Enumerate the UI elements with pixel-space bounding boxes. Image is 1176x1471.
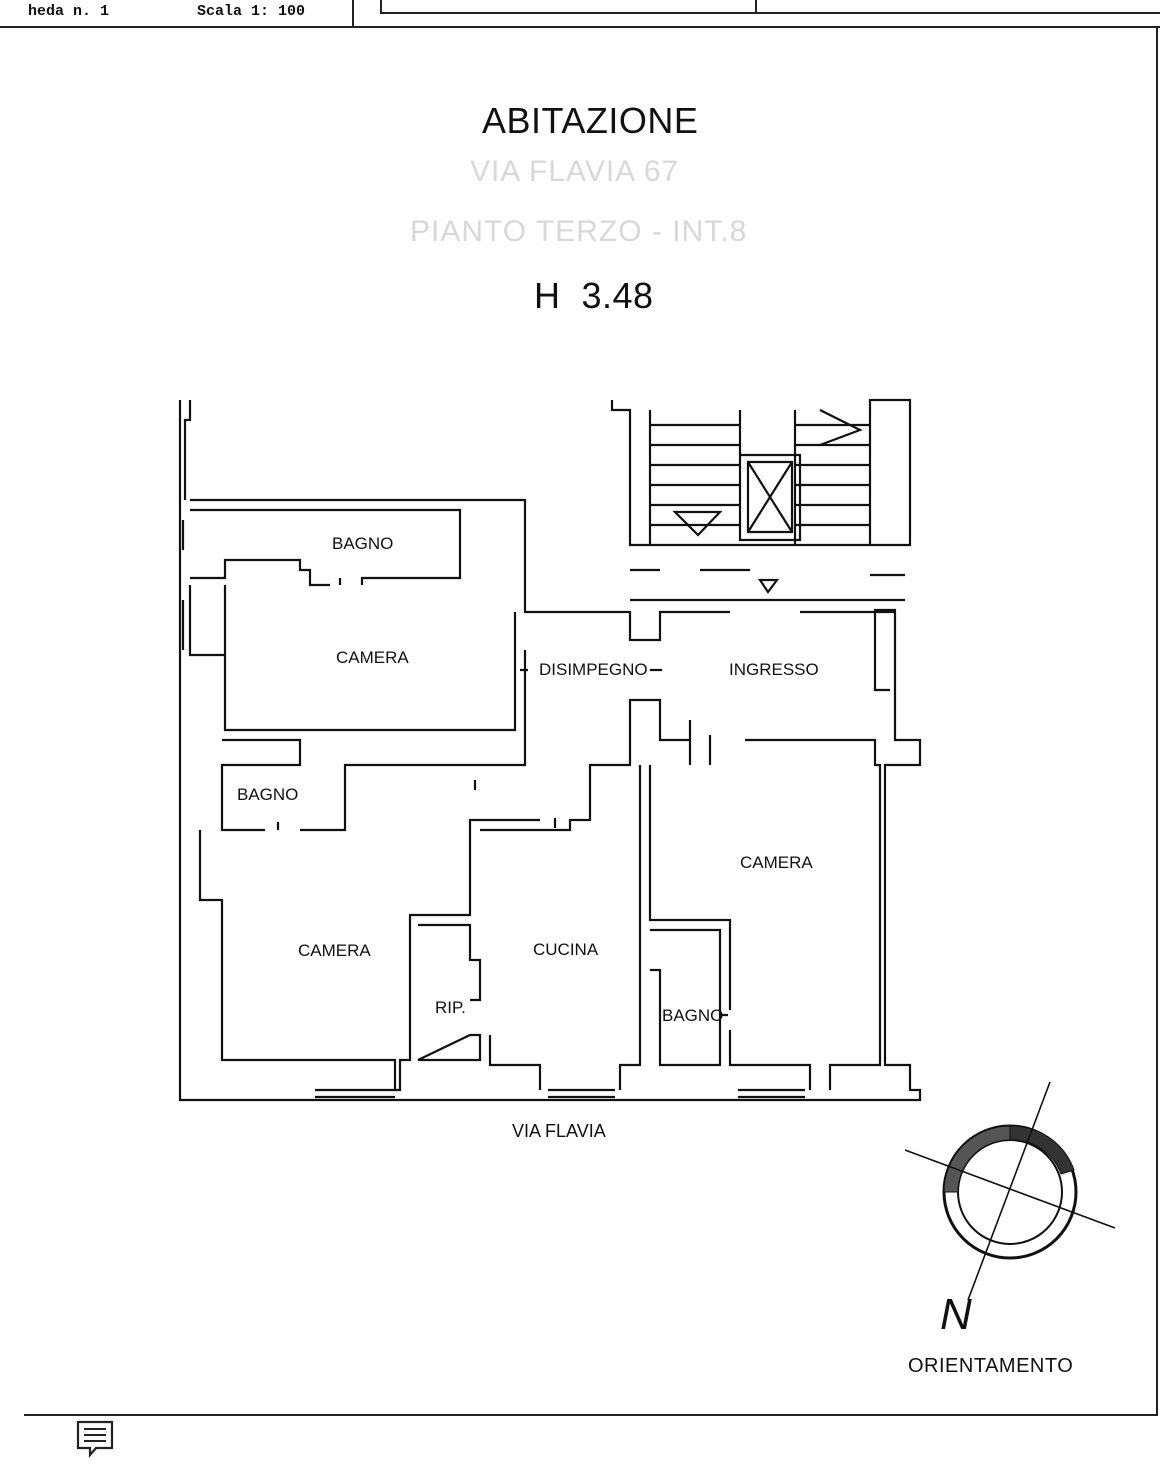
room-bagno-top: BAGNO	[332, 534, 394, 553]
stair-arrow-icon	[672, 409, 863, 594]
window-center	[548, 1088, 615, 1099]
scale-label: Scala 1: 100	[197, 3, 306, 20]
landing-lines	[630, 568, 905, 602]
room-ingresso: INGRESSO	[729, 660, 819, 679]
header-divider-2	[380, 0, 382, 14]
height-label: H 3.48	[534, 275, 654, 316]
bagno-top	[190, 508, 462, 587]
room-camera-right: CAMERA	[740, 853, 813, 872]
header-frame	[0, 0, 1160, 28]
street-label: VIA FLAVIA	[512, 1121, 606, 1141]
header-underline	[380, 12, 1160, 14]
ghost-address: VIA FLAVIA 67	[470, 155, 680, 188]
orientation-label: ORIENTAMENTO	[908, 1355, 1074, 1377]
window-left	[315, 1088, 395, 1099]
left-wall-inner	[183, 400, 192, 500]
camera-top-left	[188, 585, 225, 657]
stair-steps	[650, 423, 870, 527]
ingresso-wall	[688, 610, 895, 765]
room-camera-top: CAMERA	[336, 648, 409, 667]
lift-box	[738, 453, 802, 542]
camera-top	[223, 585, 517, 732]
sheet-label: heda n. 1	[28, 3, 110, 20]
north-letter: N	[940, 1290, 972, 1339]
room-cucina: CUCINA	[533, 940, 599, 959]
camera-left	[198, 818, 540, 1092]
rip	[417, 923, 482, 1062]
ghost-floor: PIANTO TERZO - INT.8	[410, 215, 748, 248]
stair-frame	[610, 398, 912, 547]
header-divider	[352, 0, 354, 26]
room-camera-left: CAMERA	[298, 941, 371, 960]
north-arrow-icon	[904, 1081, 1116, 1301]
room-bagno-right: BAGNO	[662, 1006, 724, 1025]
note-icon[interactable]	[76, 1420, 116, 1458]
cucina	[480, 698, 690, 1090]
header-divider-3	[755, 0, 757, 14]
bagno-right	[650, 928, 722, 1067]
room-rip: RIP.	[435, 998, 466, 1017]
outer-wall	[178, 400, 922, 1102]
page-frame	[24, 26, 1158, 1416]
bagno-left	[220, 738, 302, 832]
corridor-bottom	[300, 650, 527, 832]
room-disimpegno: DISIMPEGNO	[539, 660, 648, 679]
camera-right	[648, 738, 882, 1090]
room-bagno-left: BAGNO	[237, 785, 299, 804]
door-marks	[276, 578, 728, 1017]
window-right	[738, 1088, 805, 1099]
plan-title: ABITAZIONE	[482, 100, 699, 141]
top-wing-wall	[190, 498, 730, 642]
